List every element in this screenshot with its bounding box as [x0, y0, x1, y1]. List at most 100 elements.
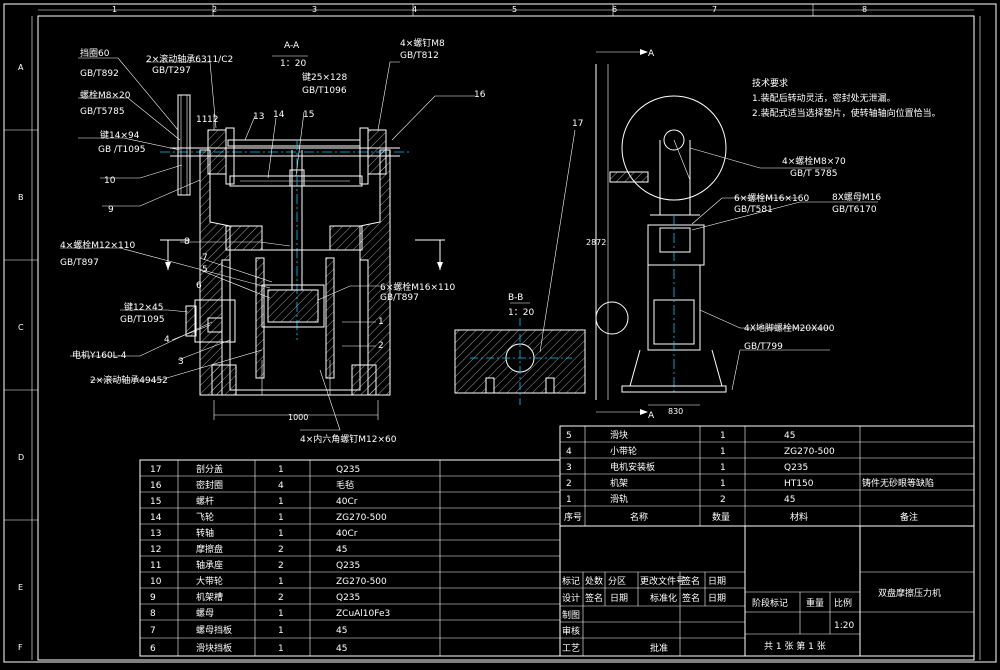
bom-left-material-11: Q235 — [336, 561, 360, 571]
bom-left-name-10: 大带轮 — [196, 575, 223, 587]
bom-left-material-7: 45 — [336, 626, 347, 636]
bom-left-name-11: 轴承座 — [196, 559, 223, 571]
part-label-13: 13 — [253, 112, 264, 122]
bom-left-qty-7: 1 — [278, 626, 284, 636]
bom-left-qty-13: 1 — [278, 529, 284, 539]
callout-bolt-m16x160: 6×螺栓M16×160 — [734, 192, 809, 204]
callout-bearing-49452: 2×滚动轴承49452 — [90, 374, 168, 386]
tb-sign: 签名 — [682, 575, 700, 587]
callout-key-std-2: GB/T1096 — [302, 86, 347, 96]
grid-number-5: 5 — [512, 5, 517, 14]
section-aa-name: A-A — [284, 41, 300, 51]
grid-number-3: 3 — [312, 5, 317, 14]
bom-left-material-12: 45 — [336, 545, 347, 555]
callout-bolt-std-2: GB/T897 — [60, 258, 99, 268]
part-label-15: 15 — [303, 110, 314, 120]
callout-bolt-std-3: GB/T897 — [380, 293, 419, 303]
bom-right-material-5: 45 — [784, 431, 795, 441]
tb-process: 工艺 — [562, 643, 580, 654]
bom-left-material-14: ZG270-500 — [336, 513, 387, 523]
bom-left-no-14: 14 — [150, 513, 162, 523]
part-label-16: 16 — [474, 90, 486, 100]
tech-req-item-2: 2.装配式适当选择垫片，使转轴轴向位置恰当。 — [752, 107, 941, 119]
bom-left-material-13: 40Cr — [336, 529, 358, 539]
callout-screw-m8: 4×螺钉M8 — [400, 38, 445, 49]
callout-key-12x45: 键12×45 — [124, 301, 163, 313]
bom-left-no-9: 9 — [150, 593, 156, 603]
tb-weight: 重量 — [806, 597, 824, 609]
title-block-text: 标记 处数 分区 更改文件号 签名 日期 设计 签名 日期 标准化 签名 日期 … — [562, 575, 941, 654]
bom-right-qty-3: 1 — [720, 463, 726, 473]
part-label-11: 11 — [196, 115, 207, 125]
grid-number-6: 6 — [612, 5, 617, 14]
part-label-10: 10 — [104, 176, 116, 186]
tb-mark: 标记 — [562, 575, 580, 587]
callout-nut-m16-std: GB/T6170 — [832, 205, 877, 215]
callout-bolt-m16x110: 6×螺栓M16×110 — [380, 281, 455, 293]
callout-key-std: GB /T1095 — [98, 145, 145, 155]
bom-left-material-17: Q235 — [336, 465, 360, 475]
bom-header-name: 名称 — [630, 511, 648, 523]
callout-bolt-m16x160-std: GB/T581 — [734, 205, 773, 215]
grid-letter-d: D — [18, 453, 24, 462]
sheet-frame — [3, 3, 997, 663]
bom-left-name-7: 螺母挡板 — [196, 624, 232, 636]
callout-circlip-std: GB/T892 — [80, 69, 119, 79]
callout-bolt-std: GB/T5785 — [80, 107, 125, 117]
callout-bolt-m8x70: 4×螺栓M8×70 — [782, 155, 846, 167]
tb-date-2: 日期 — [610, 593, 628, 604]
callout-key-std-3: GB/T1095 — [120, 315, 165, 325]
callout-key-25x128: 键25×128 — [302, 71, 347, 83]
callout-nut-m16: 8X螺母M16 — [832, 192, 881, 203]
side-view: A A 2872 830 — [586, 49, 878, 421]
bom-header-material: 材料 — [790, 511, 808, 523]
bom-left-name-6: 滑块挡板 — [196, 642, 232, 654]
tb-sheet-info: 共 1 张 第 1 张 — [764, 640, 826, 652]
bom-right-qty-1: 2 — [720, 495, 726, 505]
bom-left-material-6: 45 — [336, 644, 347, 654]
bom-left-name-9: 机架槽 — [196, 591, 223, 603]
part-label-12: 12 — [207, 115, 218, 125]
callout-bearing-std: GB/T297 — [152, 66, 191, 76]
tb-stage-mark: 阶段标记 — [752, 597, 788, 609]
bom-right-note-2: 铸件无砂眼等缺陷 — [862, 477, 934, 489]
tb-count: 处数 — [585, 575, 603, 587]
section-bb-scale: 1：20 — [508, 308, 534, 318]
bom-left-name-17: 剖分盖 — [196, 463, 223, 475]
grid-marks: 1 2 3 4 5 6 7 8 A B C D E F — [4, 4, 867, 652]
bom-right-no-2: 2 — [566, 479, 572, 489]
bom-left-qty-16: 4 — [278, 481, 284, 491]
bom-left-qty-6: 1 — [278, 644, 284, 654]
bom-right-no-3: 3 — [566, 463, 572, 473]
bom-left-material-8: ZCuAl10Fe3 — [336, 609, 390, 619]
bom-right-qty-2: 1 — [720, 479, 726, 489]
bom-left-no-8: 8 — [150, 609, 156, 619]
bom-left-no-11: 11 — [150, 561, 161, 571]
grid-letter-e: E — [18, 583, 23, 592]
bom-right-no-5: 5 — [566, 431, 572, 441]
part-label-4: 4 — [164, 335, 170, 345]
section-aa-scale: 1：20 — [280, 59, 306, 69]
bom-right-name-4: 小带轮 — [610, 445, 637, 457]
bom-left-name-12: 摩擦盘 — [196, 543, 223, 555]
tb-sign-3: 签名 — [682, 592, 700, 604]
bom-left-name-13: 转轴 — [196, 527, 214, 539]
callout-circlip: 挡圈60 — [80, 47, 110, 59]
bom-left-qty-14: 1 — [278, 513, 284, 523]
bom-left-no-10: 10 — [150, 577, 162, 587]
grid-letter-c: C — [18, 323, 24, 332]
tb-standard: 标准化 — [650, 592, 677, 604]
bom-left-name-14: 飞轮 — [196, 511, 214, 523]
tech-req-item-1: 1.装配后转动灵活，密封处无泄漏。 — [752, 92, 896, 104]
bom-left-material-15: 40Cr — [336, 497, 358, 507]
bom-left-name-16: 密封圈 — [196, 479, 223, 491]
part-label-14: 14 — [273, 110, 285, 120]
bom-right-material-4: ZG270-500 — [784, 447, 835, 457]
bom-left-no-6: 6 — [150, 644, 156, 654]
view-arrow-a-bottom: A — [648, 411, 655, 421]
bom-left-qty-15: 1 — [278, 497, 284, 507]
part-label-1: 1 — [378, 317, 384, 327]
